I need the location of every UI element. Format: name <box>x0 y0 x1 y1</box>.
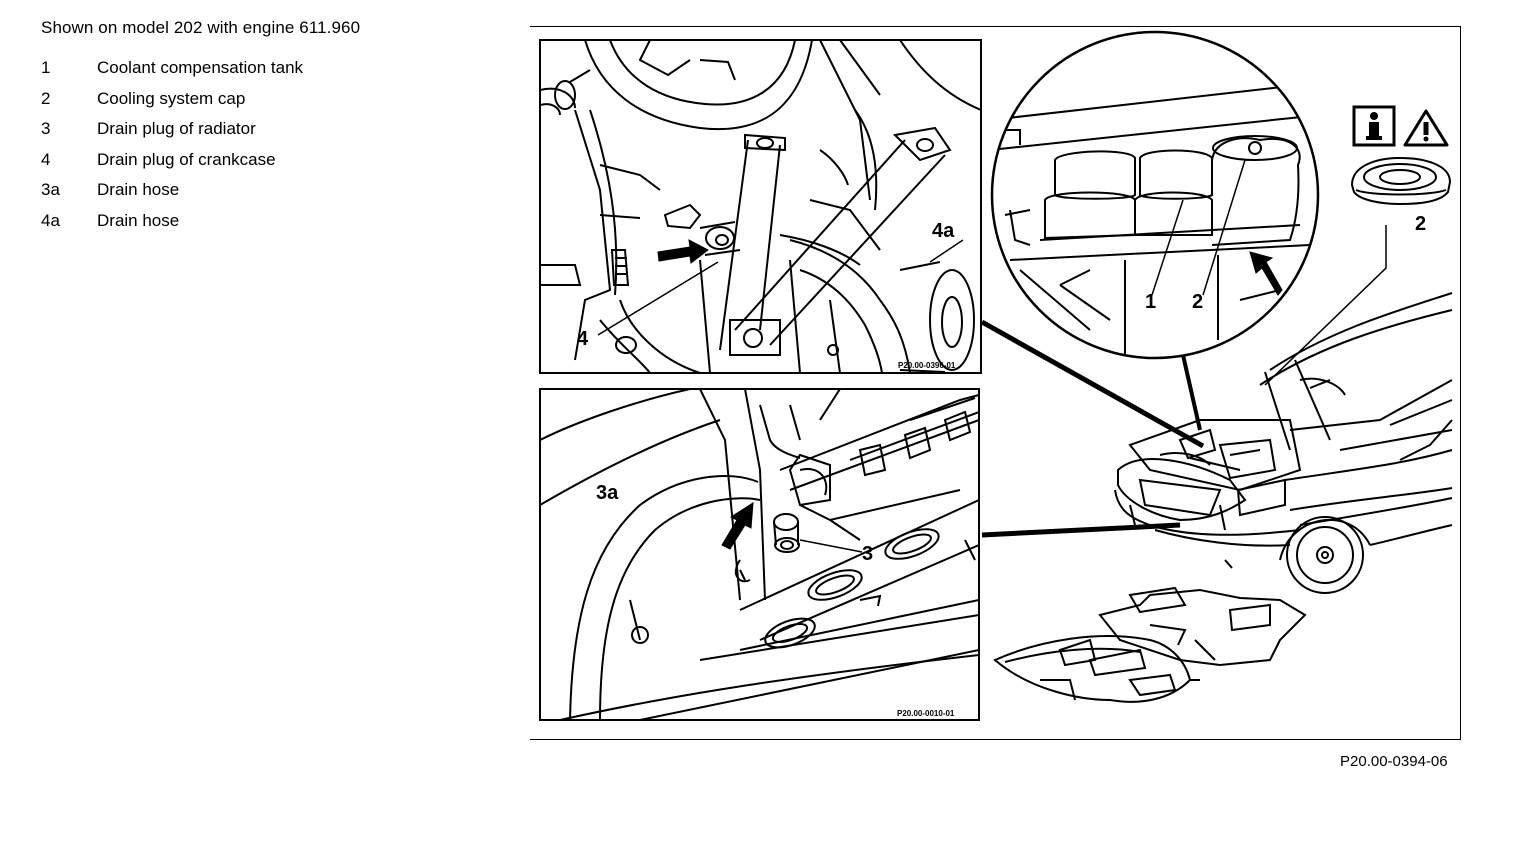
panel-reference: P20.00-0010-01 <box>897 709 955 718</box>
legend-item: 4a Drain hose <box>41 206 303 237</box>
legend-item: 2 Cooling system cap <box>41 84 303 115</box>
legend-label: Drain hose <box>97 210 180 230</box>
callout-3a: 3a <box>596 482 619 504</box>
panel-reference: P20.00-0396-01 <box>898 361 956 370</box>
legend-key: 4 <box>41 149 51 169</box>
legend-label: Coolant compensation tank <box>97 58 304 78</box>
callout-2: 2 <box>1415 213 1426 235</box>
figure-caption: Shown on model 202 with engine 611.960 <box>41 18 361 37</box>
callout-4a: 4a <box>932 220 955 242</box>
arrow-icon <box>1249 251 1283 296</box>
figure-frame <box>530 26 1461 740</box>
legend-key: 3 <box>41 119 51 139</box>
legend-item: 4 Drain plug of crankcase <box>41 145 303 176</box>
radiator-cap-icon <box>1350 156 1452 206</box>
car-illustration <box>993 292 1453 703</box>
legend-item: 3 Drain plug of radiator <box>41 114 303 145</box>
legend-list: 1 Coolant compensation tank 2 Cooling sy… <box>41 53 303 236</box>
legend-label: Drain hose <box>97 180 180 200</box>
legend-label: Cooling system cap <box>97 88 246 108</box>
arrow-icon <box>721 502 754 550</box>
warning-icon <box>1403 109 1449 147</box>
callout-1: 1 <box>1145 291 1156 313</box>
legend-item: 1 Coolant compensation tank <box>41 53 303 84</box>
arrow-icon <box>657 239 709 264</box>
legend-key: 3a <box>41 180 60 200</box>
legend-key: 4a <box>41 210 60 230</box>
legend-label: Drain plug of radiator <box>97 119 256 139</box>
legend-key: 1 <box>41 58 51 78</box>
callout-3: 3 <box>862 543 873 565</box>
coolant-tank-detail: 1 2 <box>980 30 1320 538</box>
info-icon <box>1352 105 1396 147</box>
figure-reference: P20.00-0394-06 <box>1340 753 1448 770</box>
legend-item: 3a Drain hose <box>41 175 303 206</box>
callout-2: 2 <box>1192 291 1203 313</box>
legend-label: Drain plug of crankcase <box>97 149 276 169</box>
radiator-drain-panel: 3a 3 P20.00-0010-01 <box>539 388 980 721</box>
crankcase-drain-panel: 4 4a P20.00-0396-01 <box>539 39 982 374</box>
callout-4: 4 <box>577 328 589 350</box>
legend-key: 2 <box>41 88 51 108</box>
